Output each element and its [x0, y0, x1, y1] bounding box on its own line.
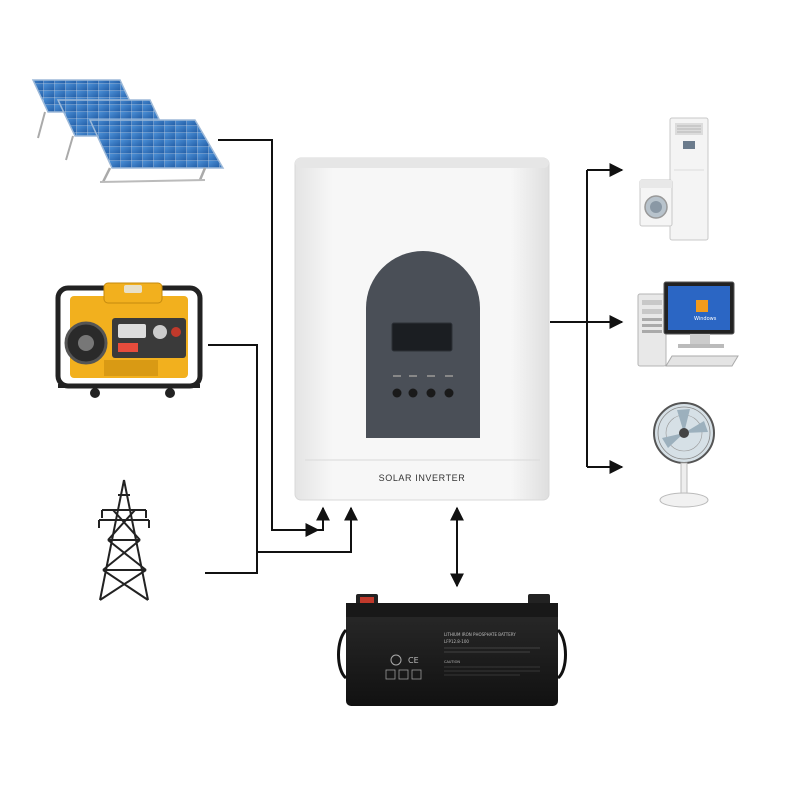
computer-screen-text: Windows: [694, 316, 717, 322]
power-tower-icon: [98, 479, 150, 601]
generator-icon: [55, 282, 203, 398]
inverter-label: SOLAR INVERTER: [379, 473, 466, 483]
washing-machine-icon: [639, 179, 673, 227]
inverter-lcd-screen: [391, 322, 453, 352]
inverter-input-arrow: [316, 506, 330, 531]
inverter-button-2[interactable]: [408, 388, 418, 398]
battery-recycle-icon: [390, 654, 402, 666]
inverter-button-4[interactable]: [444, 388, 454, 398]
solar-panel-3: [88, 119, 225, 183]
air-conditioner-icon: [669, 117, 709, 241]
grid-to-inverter-line: [205, 552, 258, 574]
battery-icon: LITHIUM IRON PHOSPHATE BATTERY LFP12.8-1…: [337, 594, 567, 706]
inverter-buttons: [392, 375, 454, 398]
solar-panel-icon: [31, 79, 225, 183]
inverter-top-shade: [295, 158, 549, 168]
inverter-button-3[interactable]: [426, 388, 436, 398]
battery-model-line1: LITHIUM IRON PHOSPHATE BATTERY: [444, 632, 516, 637]
battery-model-line2: LFP12.8-100: [444, 639, 469, 644]
inverter-button-1[interactable]: [392, 388, 402, 398]
battery-ce-mark: CE: [408, 656, 419, 665]
windows-logo-icon: [696, 300, 708, 312]
solar-to-inverter-line: [218, 139, 320, 537]
fan-icon: [653, 402, 715, 508]
connection-lines: [205, 139, 624, 588]
computer-icon: Windows: [637, 281, 739, 367]
inverter-icon: SOLAR INVERTER: [294, 157, 550, 501]
battery-caution: CAUTION: [444, 660, 460, 664]
